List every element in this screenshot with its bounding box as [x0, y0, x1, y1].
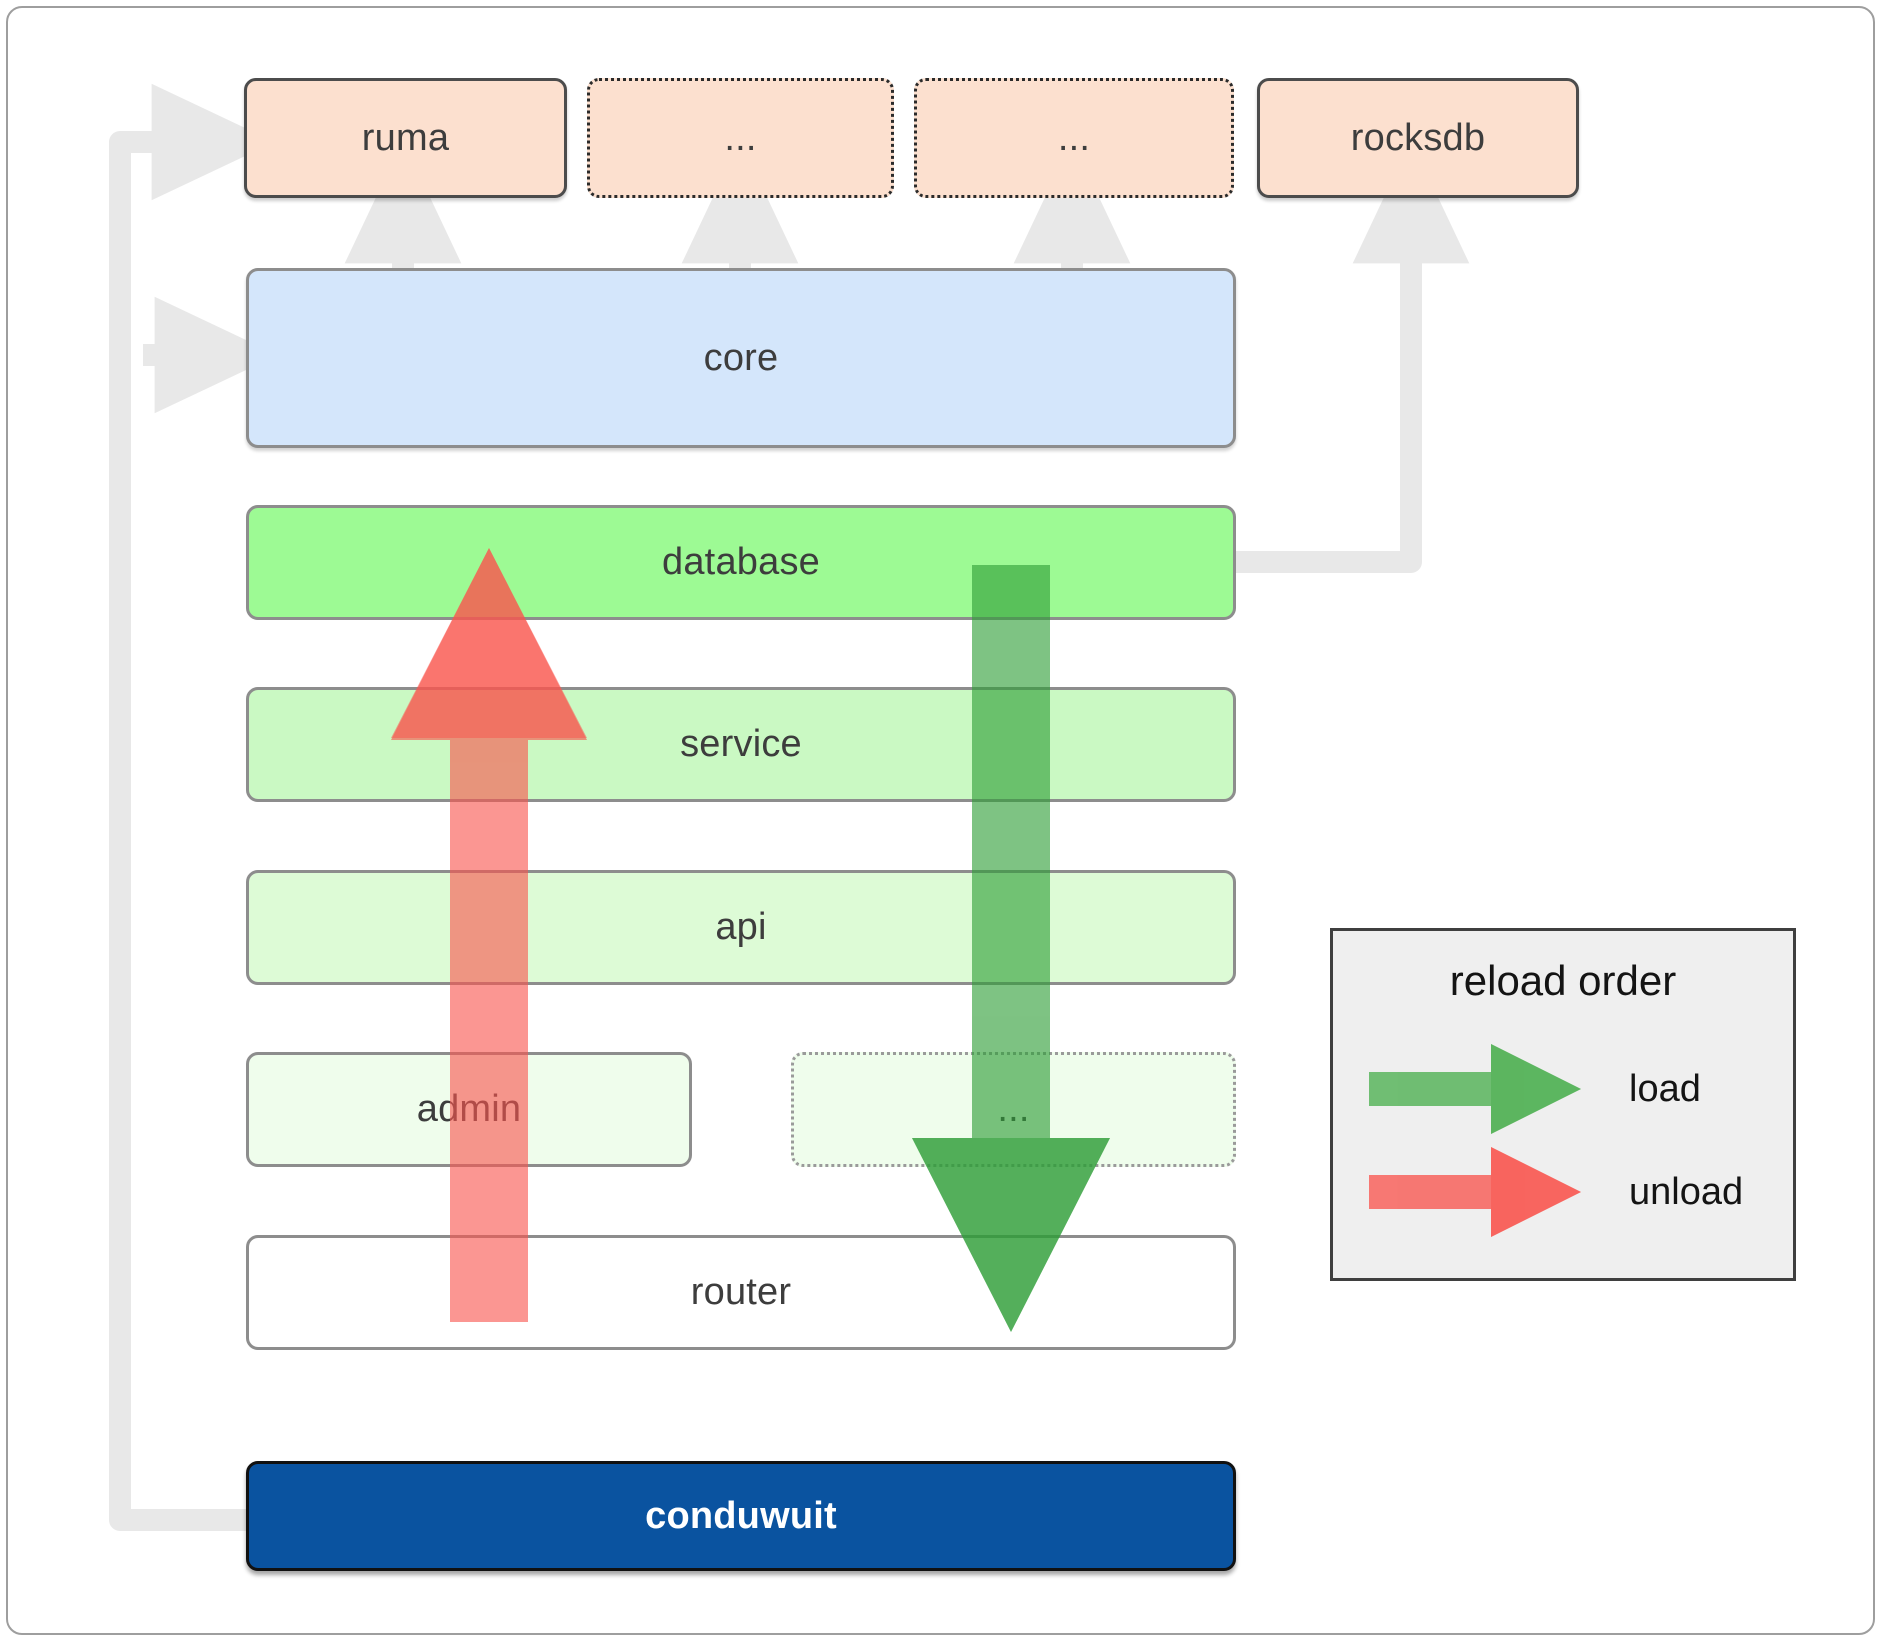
legend-label-unload: unload	[1629, 1170, 1744, 1213]
dep-label-ruma: ruma	[361, 116, 450, 159]
crate-box-database[interactable]: database	[246, 505, 1236, 620]
app-box-conduwuit[interactable]: conduwuit	[246, 1461, 1236, 1571]
crate-label-router: router	[690, 1271, 792, 1313]
core-box[interactable]: core	[246, 268, 1236, 448]
core-label: core	[703, 336, 779, 379]
legend-row-unload: unload	[1333, 1147, 1799, 1237]
crate-box-dots[interactable]: ...	[791, 1052, 1236, 1167]
diagram-frame	[6, 6, 1875, 1635]
dep-label-3: ...	[1057, 116, 1091, 159]
dep-box-rocksdb[interactable]: rocksdb	[1257, 78, 1579, 198]
crate-box-router[interactable]: router	[246, 1235, 1236, 1350]
crate-box-api[interactable]: api	[246, 870, 1236, 985]
app-label-conduwuit: conduwuit	[645, 1494, 837, 1537]
legend-row-load: load	[1333, 1044, 1799, 1134]
crate-box-service[interactable]: service	[246, 687, 1236, 802]
legend-panel: reload order load	[1330, 928, 1796, 1281]
dep-label-rocksdb: rocksdb	[1350, 116, 1486, 159]
dep-label-2: ...	[724, 116, 757, 159]
crate-box-admin[interactable]: admin	[246, 1052, 692, 1167]
legend-load-arrow-icon	[1369, 1044, 1581, 1134]
crate-label-dots: ...	[997, 1088, 1030, 1130]
crate-label-admin: admin	[416, 1088, 522, 1130]
crate-label-api: api	[715, 906, 767, 948]
crate-label-service: service	[680, 723, 802, 765]
dep-box-2[interactable]: ...	[587, 78, 894, 198]
dep-box-3[interactable]: ...	[914, 78, 1234, 198]
legend-title: reload order	[1449, 957, 1677, 1004]
legend-label-load: load	[1629, 1067, 1701, 1110]
legend-unload-arrow-icon	[1369, 1147, 1581, 1237]
crate-label-database: database	[662, 541, 820, 583]
dep-box-ruma[interactable]: ruma	[244, 78, 567, 198]
